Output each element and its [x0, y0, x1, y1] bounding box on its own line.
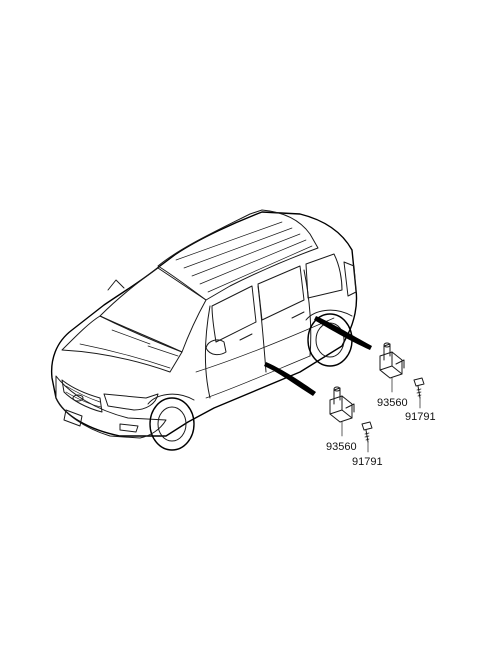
side-mirror: [205, 339, 227, 356]
screw-front: [361, 421, 373, 443]
grille-bar: [65, 385, 101, 403]
antenna: [107, 279, 125, 291]
windshield: [99, 267, 207, 353]
wiper: [111, 329, 151, 345]
headlamp: [103, 393, 159, 411]
callout-screw-front: 91791: [352, 456, 383, 468]
callout-switch-front: 93560: [326, 441, 357, 453]
brand-badge: [72, 394, 84, 402]
roof-rib: [207, 245, 313, 293]
body-side-line: [195, 317, 335, 373]
rear-wheel: [305, 309, 353, 367]
screw-rear: [413, 377, 425, 399]
front-door-seam: [205, 305, 211, 399]
front-bumper: [55, 375, 167, 439]
rear-lamp: [343, 261, 357, 297]
pointer-rear-door: [314, 316, 372, 350]
callout-switch-rear: 93560: [377, 397, 408, 409]
roof-outline: [157, 209, 319, 301]
roof-rib: [175, 221, 283, 261]
vehicle-body-outline: [50, 211, 358, 437]
roof-rib: [191, 233, 301, 277]
rear-door-handle: [291, 311, 305, 319]
front-wheel: [147, 393, 195, 451]
roof-rib: [199, 239, 307, 285]
grille-bar: [65, 391, 102, 408]
fog-lamp: [119, 423, 139, 433]
hood: [61, 315, 183, 373]
door-switch-rear: [379, 342, 405, 379]
callout-screw-rear: 91791: [405, 411, 436, 423]
front-door-handle: [239, 333, 253, 341]
hood-crease: [79, 343, 171, 369]
rocker-line: [205, 355, 311, 399]
quarter-window: [305, 253, 343, 299]
front-plate: [63, 409, 83, 427]
vehicle-illustration: [50, 209, 372, 451]
wiper: [147, 345, 179, 357]
grille: [61, 379, 103, 413]
roof-rib: [183, 227, 293, 269]
rear-door-window: [257, 265, 305, 321]
rear-door-seam: [303, 269, 312, 357]
door-switch-front: [329, 386, 355, 423]
front-door-window: [211, 285, 257, 343]
door-split-seam: [257, 285, 267, 373]
pointer-front-door: [264, 362, 316, 396]
